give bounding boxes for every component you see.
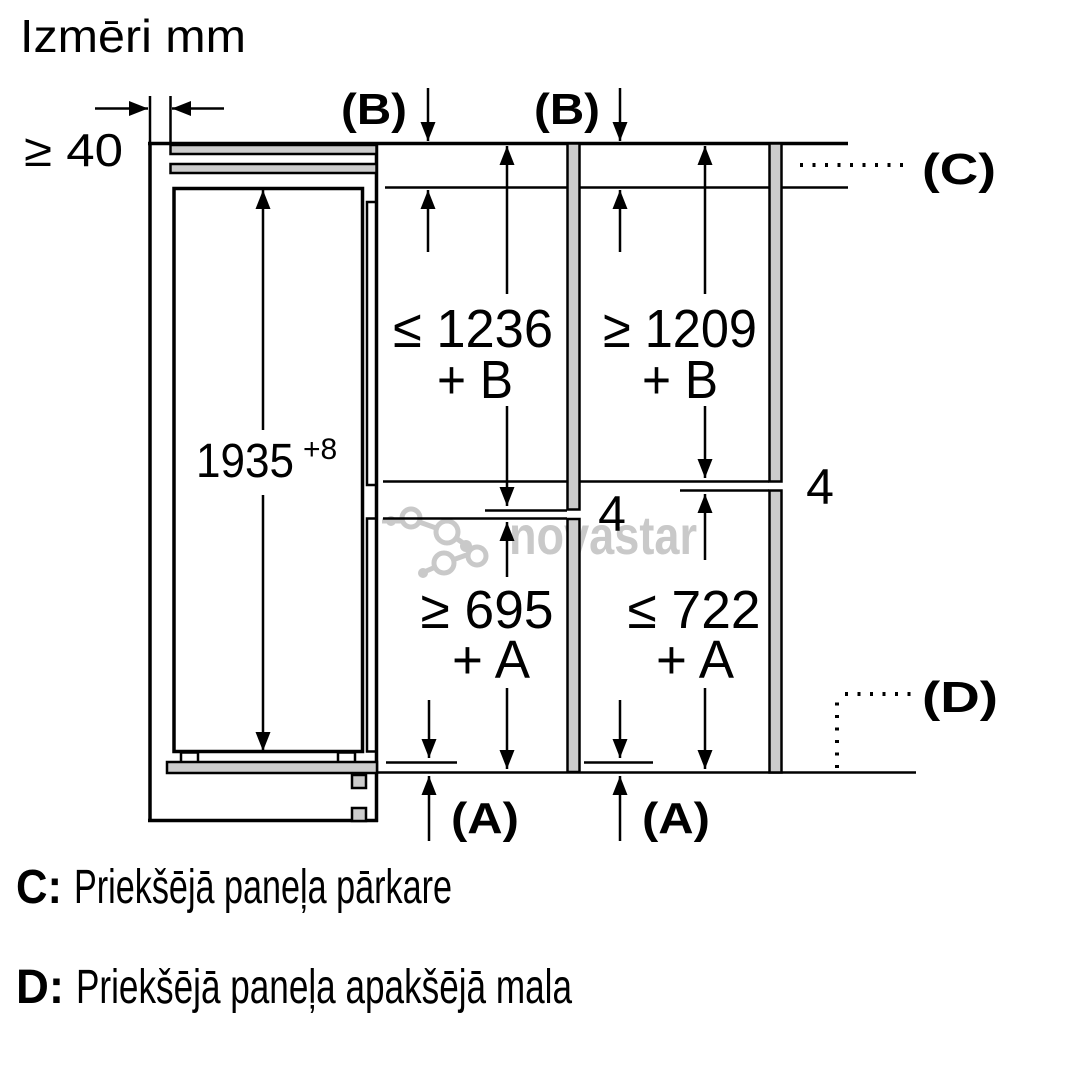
panel-left-upper — [566, 142, 581, 511]
label-a-left: (A) — [451, 794, 519, 843]
dim-top-left-value: ≤ 1236 — [393, 299, 553, 359]
wall-gap-value: ≥ 40 — [24, 124, 123, 176]
label-b-right: (B) — [534, 85, 600, 134]
dim-top-right-value: ≥ 1209 — [603, 299, 757, 359]
hinge-block-lower — [350, 806, 368, 823]
appliance-height-value: 1935 — [196, 435, 294, 488]
appliance-height-tolerance: +8 — [303, 433, 337, 466]
label-a-right: (A) — [642, 794, 710, 843]
label-b-left: (B) — [341, 85, 407, 134]
dim-top-right-add: + B — [642, 350, 718, 410]
wall-gap-dimension — [95, 96, 224, 144]
panel-left-lower — [566, 517, 581, 774]
legend-d-key: D: — [16, 961, 64, 1014]
dim-bottom-right-add: + A — [656, 630, 734, 690]
panel-right-lower — [768, 489, 783, 774]
page-title: Izmēri mm — [20, 10, 246, 62]
front-panels — [566, 142, 783, 774]
panel-gap-right: 4 — [806, 459, 834, 515]
appliance-body — [172, 186, 378, 764]
legend-d-text: Priekšējā paneļa apakšējā mala — [76, 961, 572, 1014]
legend: C: Priekšējā paneļa pārkare D: Priekšējā… — [16, 861, 572, 1014]
dim-top-left-add: + B — [437, 350, 513, 410]
hinge-block-upper — [350, 773, 368, 790]
panel-right-upper — [768, 142, 783, 483]
base-panel — [165, 760, 379, 775]
dim-bottom-left-value: ≥ 695 — [421, 580, 554, 640]
label-c: (C) — [922, 145, 996, 194]
label-d: (D) — [922, 673, 998, 722]
dim-bottom-right-value: ≤ 722 — [628, 580, 761, 640]
legend-c-key: C: — [16, 861, 62, 914]
dim-bottom-left-add: + A — [452, 630, 530, 690]
watermark-text: novastar — [509, 506, 697, 566]
bottom-gap-arrows — [421, 700, 628, 841]
panel-gap-left: 4 — [598, 486, 626, 542]
appliance-lower-door — [365, 517, 378, 753]
appliance-base — [165, 760, 379, 823]
watermark-logo-icon — [382, 506, 489, 578]
legend-c-text: Priekšējā paneļa pārkare — [74, 861, 452, 914]
appliance-upper-door — [365, 200, 378, 487]
top-gap-arrows — [420, 88, 628, 252]
cabinet-top-panels — [169, 143, 378, 175]
